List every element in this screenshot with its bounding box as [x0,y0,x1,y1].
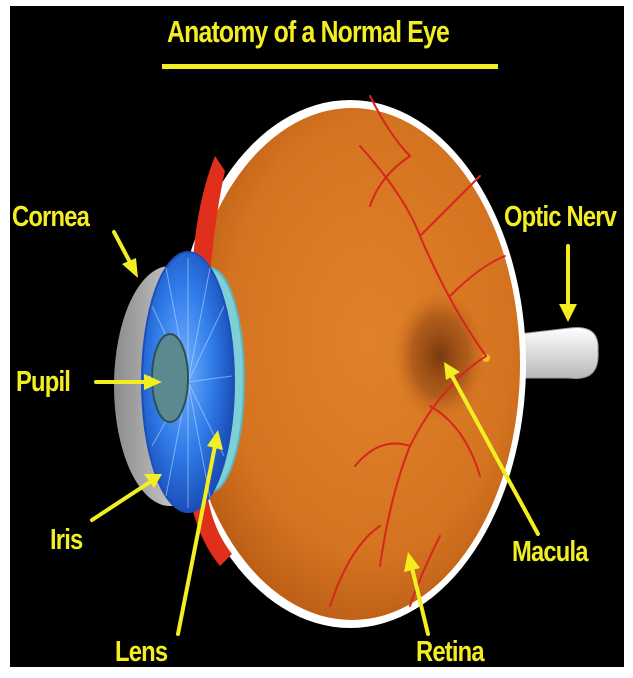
label-retina: Retina [416,638,484,667]
label-optic-nerve: Optic Nerv [504,203,616,232]
iris-arrow [92,482,150,520]
label-iris: Iris [50,526,82,555]
label-pupil: Pupil [16,368,70,397]
eye-anatomy-diagram: Anatomy of a Normal Eye Cornea Optic Ner… [10,6,624,667]
diagram-title: Anatomy of a Normal Eye [167,16,449,47]
macula [392,288,488,424]
label-cornea: Cornea [12,203,89,232]
pupil [152,334,188,422]
title-underline [162,64,498,69]
label-lens: Lens [115,638,167,667]
label-macula: Macula [512,538,588,567]
